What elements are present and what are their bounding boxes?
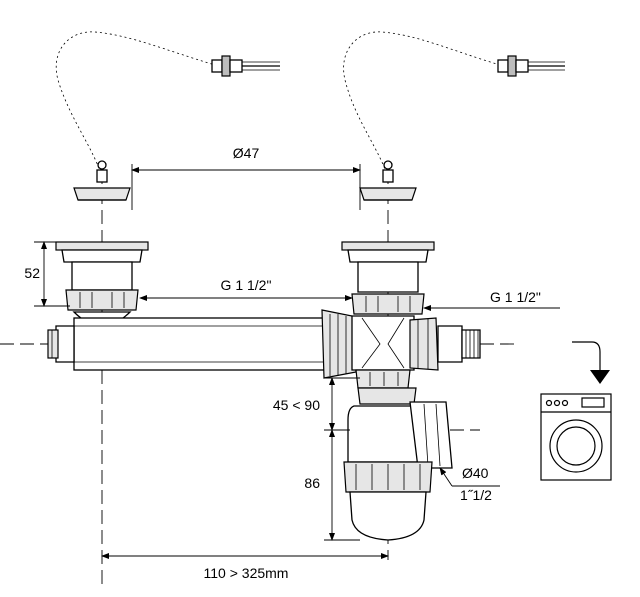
label-outlet-diameter: Ø40 — [462, 465, 489, 481]
label-diameter-top: Ø47 — [233, 145, 260, 161]
label-thread-left: G 1 1/2" — [221, 277, 272, 293]
bottle-trap — [343, 387, 453, 541]
washing-machine-icon — [540, 341, 612, 481]
label-height-left: 52 — [24, 265, 40, 281]
central-tee — [351, 315, 415, 389]
label-width-range: 110 > 325mm — [204, 565, 289, 581]
left-strainer — [55, 241, 149, 327]
label-angle-range: 45 < 90 — [273, 397, 320, 413]
right-plug-chain — [343, 31, 565, 201]
label-height-trap: 86 — [304, 475, 320, 491]
dimension-lines — [34, 164, 560, 559]
left-plug-chain — [55, 31, 280, 201]
side-outlet — [409, 317, 481, 371]
label-outlet-thread: 1˝1/2 — [460, 487, 492, 503]
label-thread-right: G 1 1/2" — [490, 289, 541, 305]
right-strainer — [341, 241, 435, 315]
centre-lines — [0, 170, 520, 590]
connecting-pipe — [47, 309, 357, 379]
